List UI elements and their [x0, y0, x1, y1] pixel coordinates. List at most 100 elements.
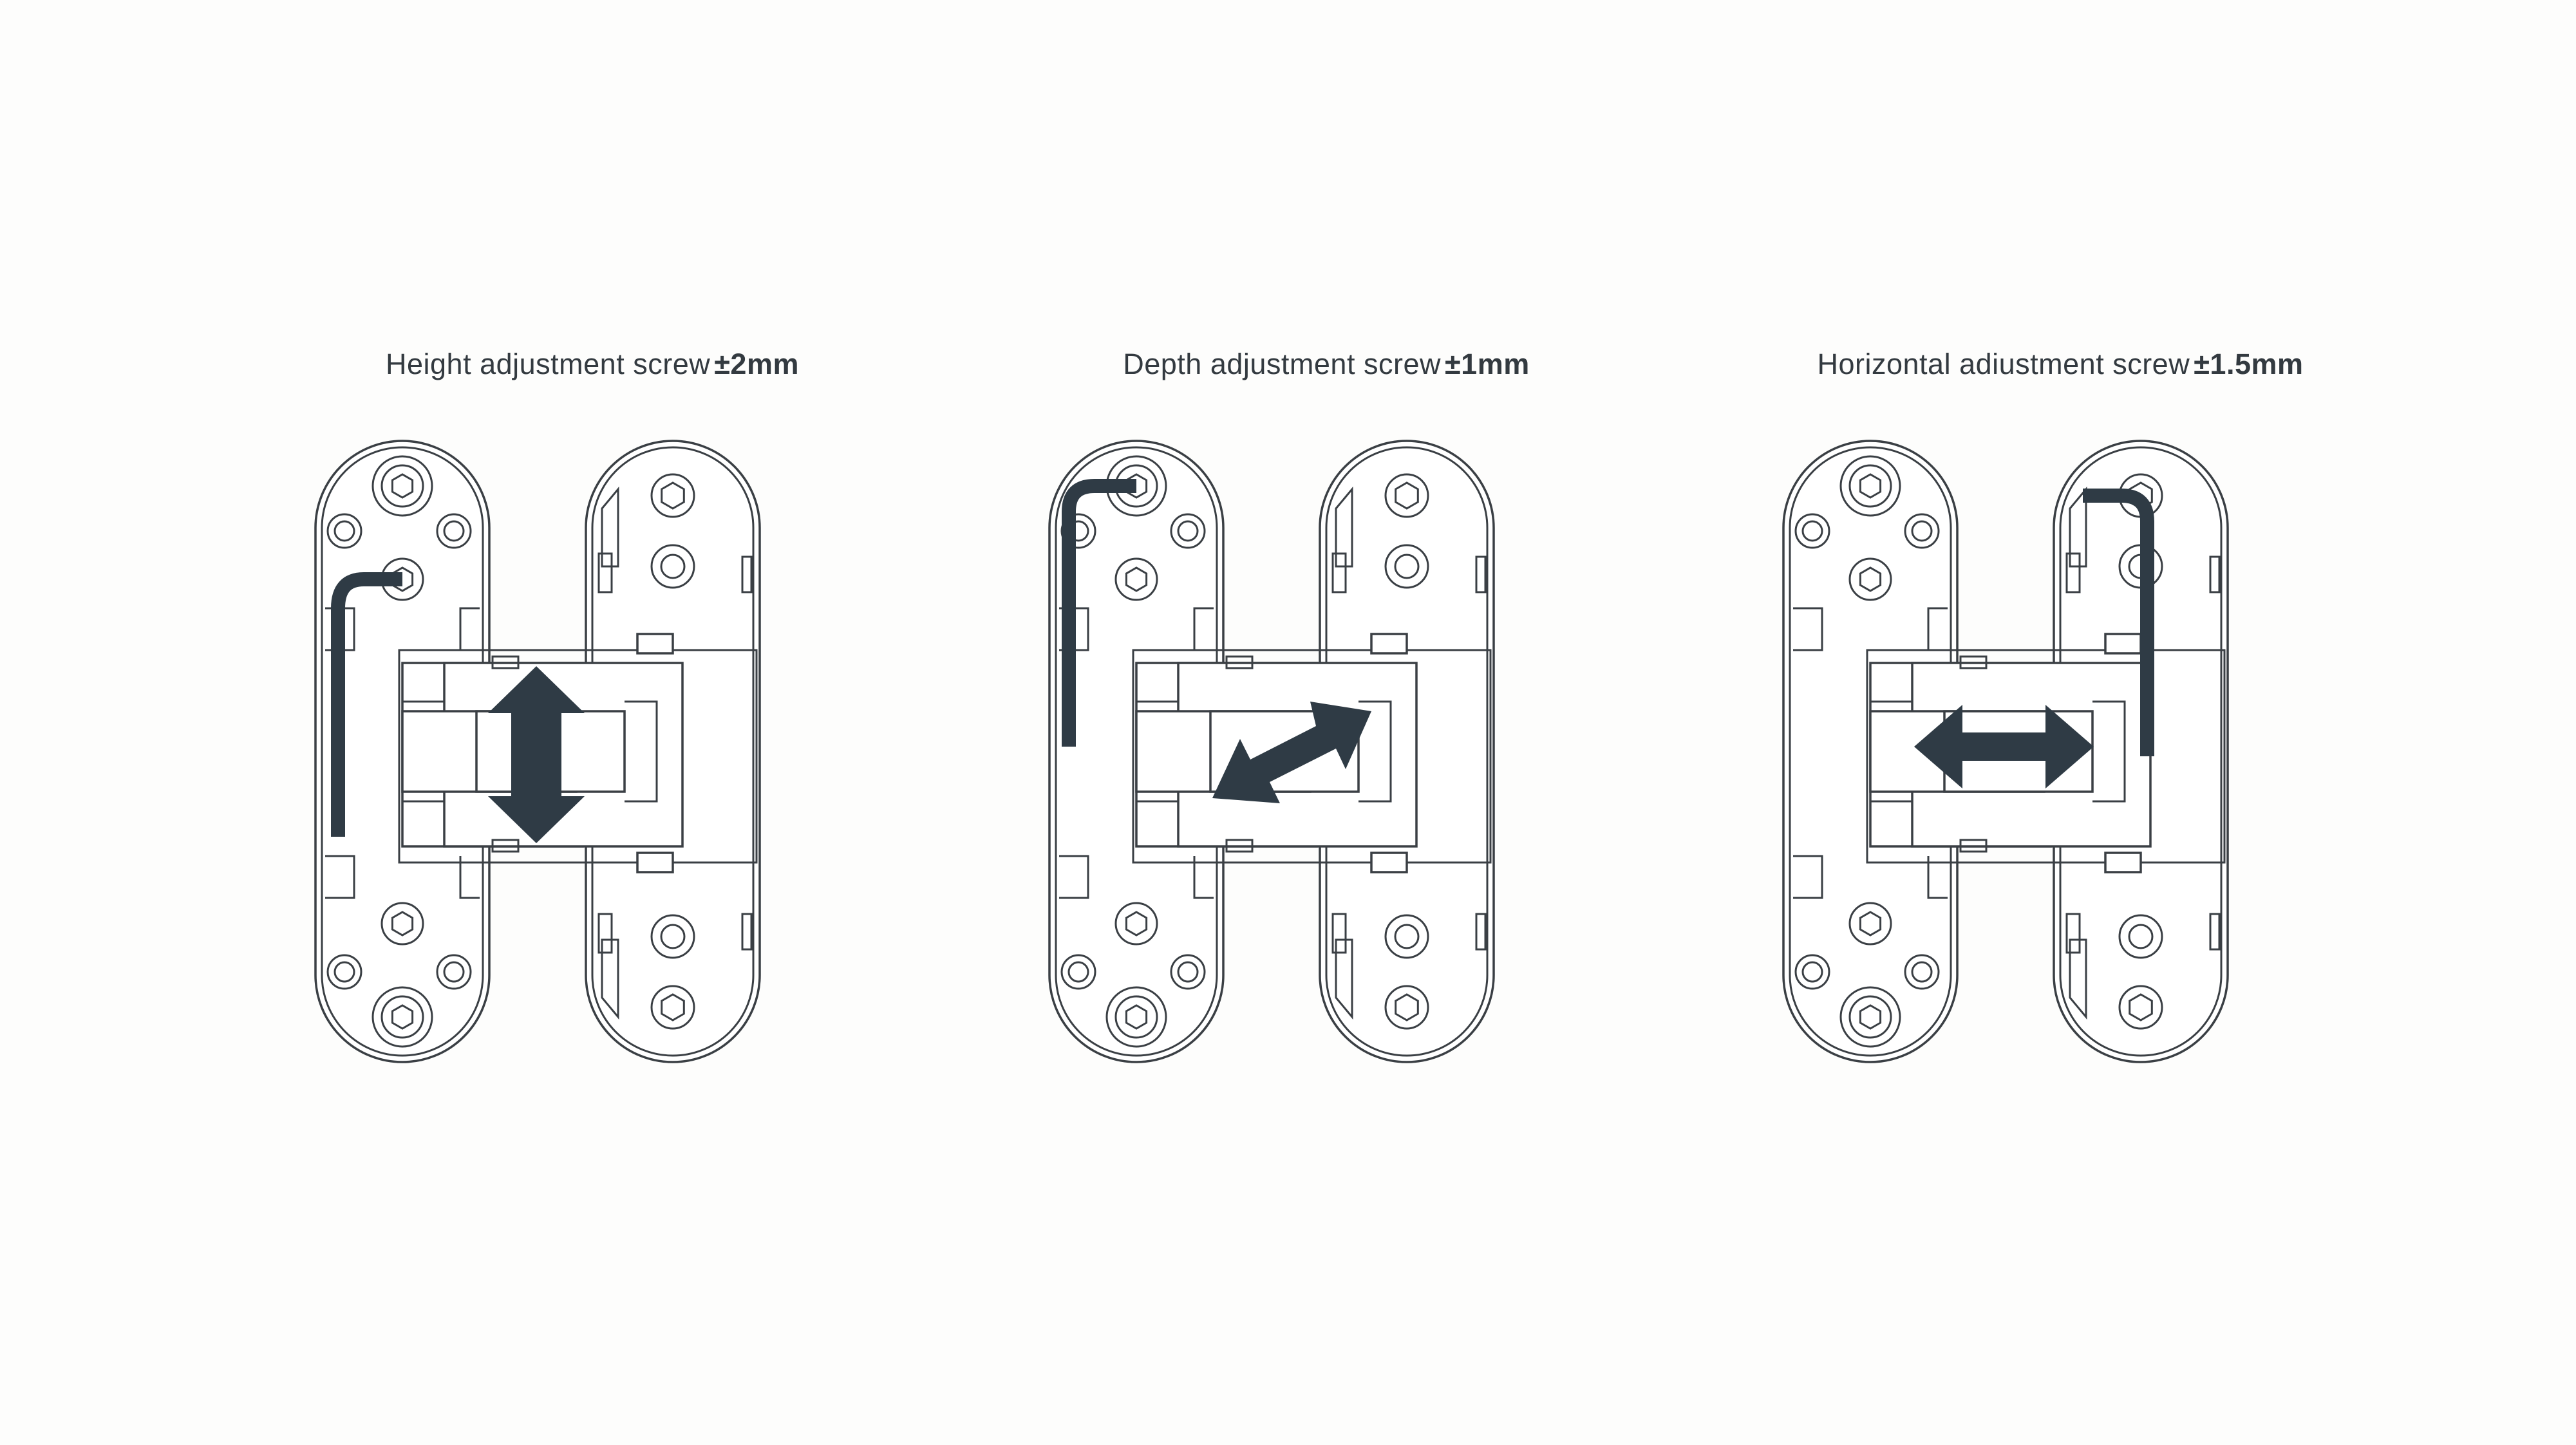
allen-key-icon: [331, 572, 402, 837]
right-leaf-slot: [2065, 913, 2081, 954]
mounting-hole: [436, 954, 472, 990]
round-hole: [1384, 914, 1429, 959]
mounting-hole: [436, 513, 472, 549]
side-slot: [2209, 555, 2221, 593]
left-notch: [1059, 855, 1089, 899]
caption-label: Horizontal adiustment screw: [1817, 348, 2190, 380]
plus-minus-sign: ±: [1444, 348, 1462, 380]
mechanism-clip: [1959, 655, 1988, 669]
side-slot: [741, 555, 753, 593]
round-hole: [1384, 544, 1429, 589]
mounting-hole: [1170, 954, 1206, 990]
caption-label: Depth adjustment screw: [1123, 348, 1441, 380]
screw: [1105, 986, 1167, 1048]
hex-hole: [1384, 473, 1429, 518]
adjustment-value: 1mm: [1461, 348, 1530, 380]
mounting-hole: [1904, 513, 1940, 549]
screw: [1839, 455, 1901, 517]
right-leaf-slot: [1331, 552, 1347, 593]
screw: [371, 986, 433, 1048]
right-leaf-slot: [2065, 552, 2081, 593]
screw: [1848, 902, 1892, 946]
caption-label: Height adjustment screw: [386, 348, 711, 380]
adjustment-value: 2mm: [730, 348, 799, 380]
allen-key-icon: [1062, 479, 1136, 747]
caption-horizontal-adjustment: Horizontal adiustment screw±1.5mm: [1610, 348, 2511, 381]
left-notch: [1193, 607, 1214, 650]
screw: [1848, 557, 1892, 601]
mechanism-clip: [491, 839, 520, 853]
left-notch: [1193, 856, 1214, 899]
right-leaf-tab: [601, 938, 619, 1020]
left-notch: [1927, 607, 1948, 650]
plus-minus-sign: ±: [2194, 348, 2210, 380]
right-leaf-tab: [2069, 938, 2087, 1020]
left-notch: [459, 856, 480, 899]
plus-minus-sign: ±: [714, 348, 731, 380]
mechanism-clip: [491, 655, 520, 669]
round-hole: [650, 544, 695, 589]
left-notch: [1927, 856, 1948, 899]
left-notch: [325, 855, 355, 899]
hex-hole: [650, 985, 695, 1030]
vertical-double-arrow-icon: [488, 666, 585, 843]
mechanism-clip: [1225, 839, 1254, 853]
side-slot: [741, 913, 753, 951]
side-slot: [2209, 913, 2221, 951]
diagonal-double-arrow-icon: [1212, 702, 1371, 803]
allen-key-icon: [2083, 489, 2154, 756]
mechanism-clip: [1959, 839, 1988, 853]
left-notch: [1793, 855, 1823, 899]
left-notch: [1793, 607, 1823, 651]
left-notch: [459, 607, 480, 650]
right-leaf-slot: [597, 913, 613, 954]
mechanism-frame: [1866, 649, 2226, 864]
mechanism-frame: [1132, 649, 1492, 864]
panel-height-adjustment: Height adjustment screw±2mm: [142, 0, 1043, 1445]
mounting-hole: [1170, 513, 1206, 549]
adjustment-value: 1.5mm: [2210, 348, 2304, 380]
hinge-diagram: [1048, 440, 1495, 1063]
panel-depth-adjustment: Depth adjustment screw±1mm: [876, 0, 1777, 1445]
mechanism-detail: [402, 700, 658, 803]
caption-height-adjustment: Height adjustment screw±2mm: [142, 348, 1043, 381]
screw: [371, 455, 433, 517]
screw: [381, 902, 424, 946]
caption-depth-adjustment: Depth adjustment screw±1mm: [876, 348, 1777, 381]
mechanism-detail: [1870, 700, 2126, 803]
screw: [1114, 557, 1158, 601]
mechanism-tab: [1370, 633, 1408, 655]
side-slot: [1475, 555, 1487, 593]
side-slot: [1475, 913, 1487, 951]
mounting-hole: [1794, 954, 1830, 990]
mounting-hole: [1904, 954, 1940, 990]
mechanism-tab: [636, 633, 674, 655]
hex-hole: [1384, 985, 1429, 1030]
hinge-diagram: [1782, 440, 2229, 1063]
round-hole: [650, 914, 695, 959]
hinge-diagram: [314, 440, 761, 1063]
right-leaf-slot: [597, 552, 613, 593]
panel-horizontal-adjustment: Horizontal adiustment screw±1.5mm: [1610, 0, 2511, 1445]
right-leaf-tab: [1335, 486, 1353, 568]
horizontal-double-arrow-icon: [1914, 705, 2094, 788]
hex-hole: [2118, 985, 2163, 1030]
mechanism-detail: [1136, 700, 1392, 803]
mechanism-tab: [2104, 633, 2142, 655]
mechanism-clip: [1225, 655, 1254, 669]
right-leaf-tab: [1335, 938, 1353, 1020]
mechanism-tab: [636, 852, 674, 873]
mechanism-tab: [2104, 852, 2142, 873]
mounting-hole: [1794, 513, 1830, 549]
mechanism-tab: [1370, 852, 1408, 873]
mounting-hole: [326, 954, 362, 990]
screw: [1839, 986, 1901, 1048]
right-leaf-tab: [2069, 486, 2087, 568]
hex-hole: [650, 473, 695, 518]
screw: [1114, 902, 1158, 946]
right-leaf-tab: [601, 486, 619, 568]
mounting-hole: [326, 513, 362, 549]
round-hole: [2118, 914, 2163, 959]
right-leaf-slot: [1331, 913, 1347, 954]
mounting-hole: [1060, 954, 1096, 990]
